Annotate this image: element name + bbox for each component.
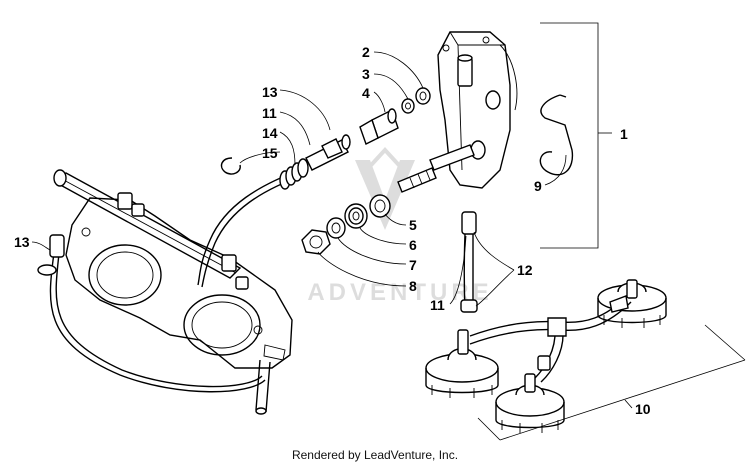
cable-boot: [279, 158, 309, 190]
callout-13-upper: 13: [262, 84, 278, 100]
hex-nut: [301, 229, 331, 255]
bracket-10: [477, 324, 746, 441]
callout-13-left: 13: [14, 234, 30, 250]
watermark-text: ADVENTURE: [307, 279, 492, 306]
washer-7: [326, 217, 346, 239]
callout-14: 14: [262, 125, 278, 141]
throttle-body-assembly: [53, 169, 293, 415]
spring-clip: [539, 94, 574, 176]
callout-6: 6: [409, 237, 417, 253]
callout-9: 9: [534, 178, 542, 194]
callout-4: 4: [362, 85, 370, 101]
credit-text: Rendered by LeadVenture, Inc.: [291, 448, 459, 462]
washer-2: [415, 87, 431, 105]
shaft-assembly: [397, 144, 475, 193]
throttle-cable: [197, 134, 351, 288]
callout-12: 12: [517, 262, 533, 278]
callout-10: 10: [635, 401, 651, 417]
callout-labels: 1 2 3 4 5 6 7 8 9 10 11 11 12 13 13 14 1…: [14, 44, 651, 417]
callout-15: 15: [262, 145, 278, 161]
bracket-1: [540, 22, 599, 249]
callout-5: 5: [409, 217, 417, 233]
washer-3: [401, 98, 415, 114]
leader-lines: [31, 51, 567, 307]
vacuum-pod-assembly: [425, 279, 667, 433]
callout-2: 2: [362, 44, 370, 60]
hose-down: [460, 211, 478, 313]
callout-11-lower: 11: [430, 297, 445, 313]
cable-fitting: [359, 108, 399, 145]
watermark-logo: [355, 147, 415, 230]
cable-clip: [220, 157, 241, 175]
vent-hose-left: [37, 234, 266, 393]
callout-8: 8: [409, 278, 417, 294]
callout-1: 1: [620, 126, 628, 142]
callout-11-upper: 11: [262, 105, 277, 121]
callout-7: 7: [409, 257, 417, 273]
washer-5: [369, 194, 391, 218]
callout-3: 3: [362, 66, 370, 82]
